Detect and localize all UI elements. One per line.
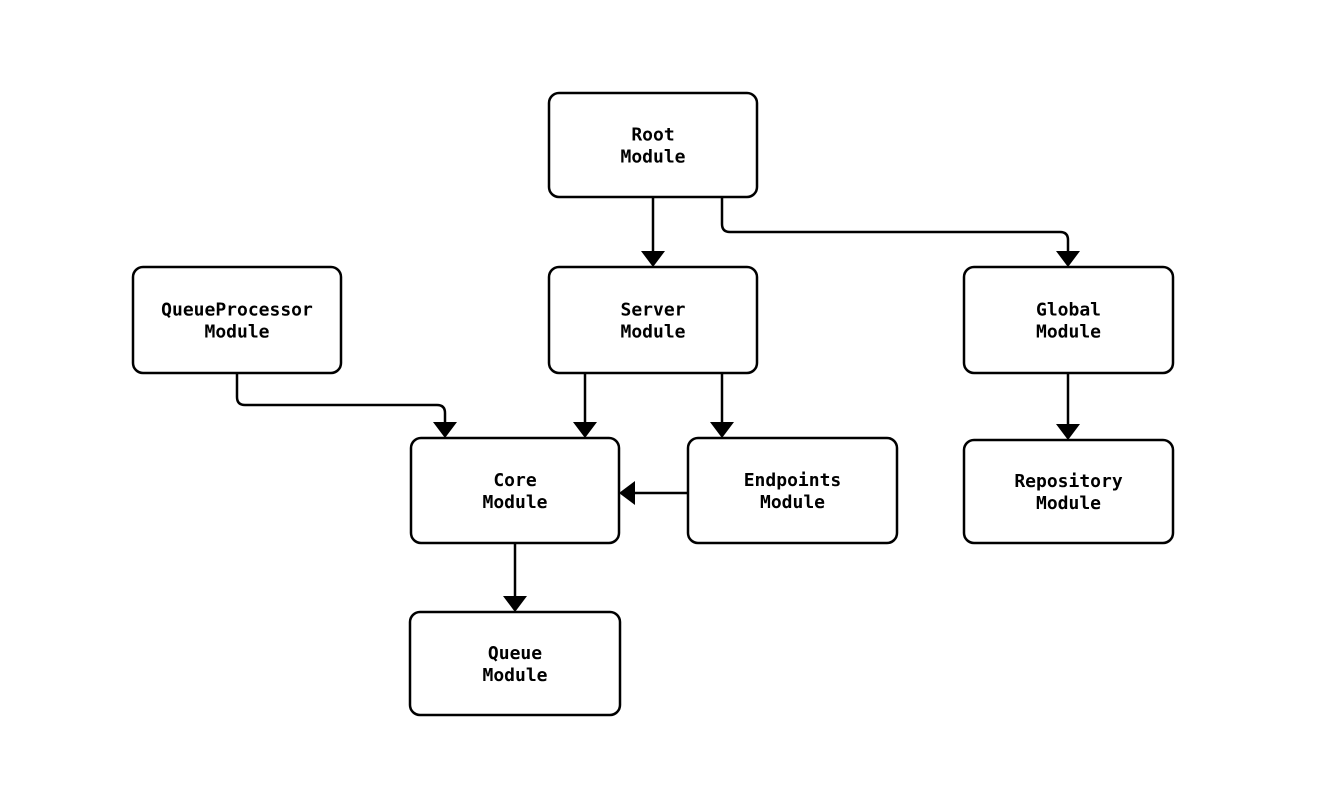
edge-line [235,373,447,425]
edge-server-endpoints [710,373,734,438]
node-label-line: Module [760,492,825,513]
arrowhead-icon [433,422,457,438]
node-label-line: Module [620,146,685,167]
node-label-line: Root [631,124,674,145]
arrowhead-icon [1056,424,1080,440]
edge-endpoints-core [619,481,688,505]
arrowhead-icon [710,422,734,438]
edge-core-queue [503,543,527,612]
edge-server-core [573,373,597,438]
node-box [409,436,621,545]
node-label-line: Global [1036,299,1101,320]
edge-global-repository [1056,373,1080,440]
edge-root-global [720,197,1080,267]
node-label-line: Repository [1014,471,1123,492]
arrowhead-icon [641,251,665,267]
node-box [547,265,759,375]
node-label-line: Core [493,470,537,491]
node-label-line: Module [482,665,547,686]
node-label-line: Module [204,321,269,342]
arrowhead-icon [619,481,635,505]
edge-line [720,197,1070,254]
node-label-line: Module [482,492,547,513]
arrowhead-icon [1056,251,1080,267]
node-box [962,265,1175,375]
node-box [131,265,343,375]
node-box [408,610,622,717]
node-label-line: Queue [488,643,542,664]
node-label-line: Server [620,299,685,320]
node-box [547,91,759,199]
node-box [686,436,899,545]
node-label-line: Module [1036,493,1101,514]
node-label-line: Module [620,321,685,342]
node-label-line: Endpoints [744,470,842,491]
arrowhead-icon [503,596,527,612]
arrowhead-icon [573,422,597,438]
node-label-line: Module [1036,321,1101,342]
edge-queueprocessor-core [235,373,457,438]
edge-root-server [641,197,665,267]
node-box [962,438,1175,545]
node-label-line: QueueProcessor [161,299,313,320]
